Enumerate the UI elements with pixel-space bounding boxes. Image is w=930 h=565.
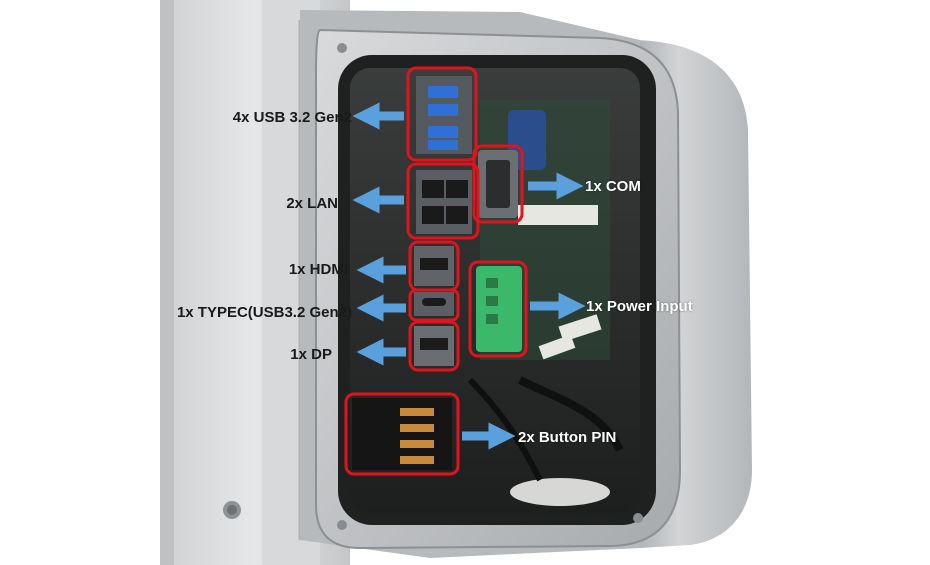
com-highlight [472,144,524,224]
dp-highlight [408,320,460,372]
usb-label: 4x USB 3.2 Gen2 [232,109,352,126]
typec-highlight [408,288,460,322]
lan-highlight [406,162,480,240]
callout-arrows [352,102,586,450]
button-highlight [344,392,460,476]
power-highlight [468,260,528,358]
ports [352,76,522,470]
com-label: 1x COM [585,178,641,195]
highlight-boxes [344,66,528,476]
button-label: 2x Button PIN [518,429,617,446]
typec-label: 1x TYPEC(USB3.2 Gen2) [176,304,352,321]
usb-highlight [406,66,478,162]
lan-label: 2x LAN [286,195,338,212]
dp-label: 1x DP [290,346,332,363]
power-label: 1x Power Input [586,298,693,315]
hdmi-label: 1x HDMI [288,261,348,278]
